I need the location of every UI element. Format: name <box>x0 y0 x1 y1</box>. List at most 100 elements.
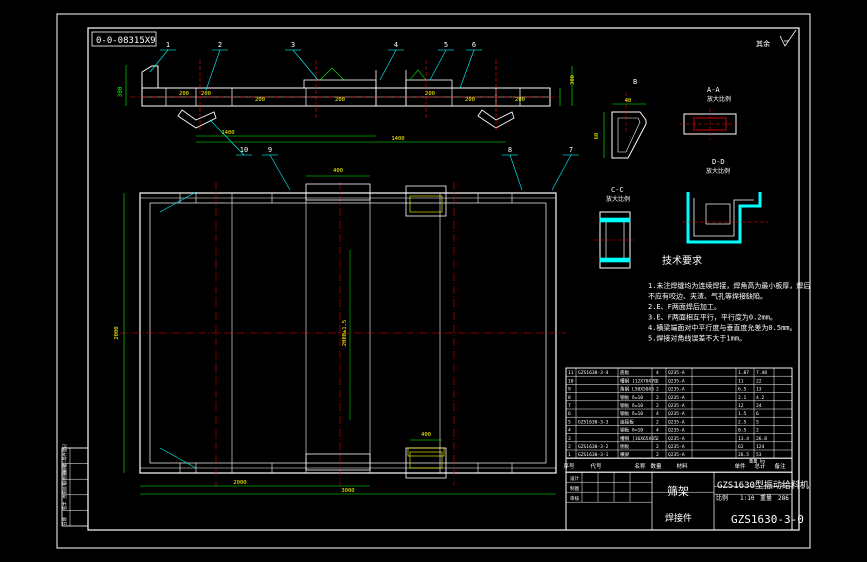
tech-req-line: 5.焊接对角线误差不大于1mm。 <box>648 334 746 343</box>
balloon-number: 5 <box>444 41 448 49</box>
roughness-symbol <box>779 29 797 47</box>
bom-cell: 13.4 <box>738 436 749 442</box>
balloon-number: 6 <box>472 41 476 49</box>
top-view-dim-text: 1400 <box>391 136 404 142</box>
bom-cell: 24 <box>756 403 762 409</box>
bom-weight-header: 重量 kg <box>749 458 765 465</box>
bom-cell: 8 <box>568 395 571 401</box>
bottom-plate-left <box>305 453 371 471</box>
bom-cell: 4.2 <box>756 395 765 401</box>
bom-cell: 2 <box>656 378 659 384</box>
bom-header-cell: 单件 <box>734 462 746 470</box>
drawing-number-label: 0-0-08315X9 <box>96 36 156 46</box>
corner-leader-top <box>159 191 197 213</box>
c-section-flange-top <box>599 217 631 223</box>
bom-cell: 2.5 <box>738 419 747 425</box>
bom-cell: Q235-A <box>668 378 685 384</box>
bom-cell: 9 <box>568 387 571 393</box>
bom-cell: 6 <box>568 411 571 417</box>
tech-req-title: 技术要求 <box>662 254 702 267</box>
balloon-leader <box>292 49 319 81</box>
bom-cell: 1 <box>568 452 571 458</box>
balloon-leader <box>429 49 447 81</box>
section-c-caption: 放大比例 <box>606 195 630 203</box>
bom-cell: Q235-A <box>668 403 685 409</box>
balloon-number: 9 <box>268 146 272 154</box>
bom-cell: Q235-A <box>668 387 685 393</box>
bom-cell: 6 <box>756 411 759 417</box>
gusset-dim-h-text: 40 <box>625 98 632 104</box>
tech-req-line: 1.未注焊缝均为连续焊接，焊角高为最小板厚，焊后 <box>648 281 810 290</box>
bom-cell: 2 <box>656 387 659 393</box>
plan-dim-left: 2000 <box>114 326 120 339</box>
bom-cell: 62 <box>738 444 744 450</box>
bom-cell: 2 <box>656 403 659 409</box>
scale-label: 比例 <box>716 494 728 502</box>
top-view-dim-text: 200 <box>335 97 345 103</box>
bom-cell: 3 <box>568 436 571 442</box>
top-view-dim-text: 300 <box>570 75 576 85</box>
bom-header-cell: 备注 <box>774 462 786 470</box>
section-a-caption: 放大比例 <box>707 95 731 103</box>
bom-header-cell: 代号 <box>590 462 602 470</box>
bom-cell: 124 <box>756 444 765 450</box>
bom-cell: Q235-A <box>668 411 685 417</box>
balloon-leader <box>269 154 291 191</box>
title-block-frame <box>565 471 793 531</box>
bom-cell: 53 <box>756 452 762 458</box>
bom-cell: 钢板 δ=10 <box>620 410 643 417</box>
bom-header-cell: 序号 <box>563 462 575 470</box>
bom-cell: 2 <box>656 444 659 450</box>
bom-cell: 10 <box>568 378 574 384</box>
bom-cell: 1.5 <box>738 411 747 417</box>
balloon-leader <box>509 154 523 191</box>
bom-cell: 2 <box>656 452 659 458</box>
bom-cell: 角钢 L50X50X5 <box>620 386 654 393</box>
bom-cell: 5 <box>568 419 571 425</box>
bom-header-cell: 总计 <box>754 462 766 470</box>
balloon-number: 1 <box>166 41 170 49</box>
top-plate-right-hidden <box>409 195 443 213</box>
bottom-plate-right-hidden <box>409 451 443 469</box>
drawing-number: GZS1630-3-0 <box>731 513 804 526</box>
bom-cell: 横梁 <box>620 451 630 458</box>
d-section-inner <box>693 198 754 237</box>
bom-cell: 钢板 δ=10 <box>620 402 643 409</box>
plan-dim-bottom-plate: 400 <box>421 432 431 438</box>
bom-cell: Q235-A <box>668 452 685 458</box>
bom-cell: 26.8 <box>756 436 767 442</box>
balloon-leader <box>149 49 169 73</box>
bom-header-cell: 数量 <box>650 462 662 470</box>
part-subname: 焊接件 <box>665 512 692 524</box>
title-role: 制图 <box>570 485 580 492</box>
tech-requirements-list: 1.未注焊缝均为连续焊接，焊角高为最小板厚，焊后 不应有咬边、夹渣、气孔等焊接缺… <box>648 281 810 343</box>
plan-dim-top: 400 <box>333 168 343 174</box>
roughness-check <box>779 29 797 47</box>
bom-cell: GZS1630-3-3 <box>578 419 609 425</box>
weld-mark-right <box>409 69 427 81</box>
left-stamp-label: 日期 <box>62 517 68 525</box>
tech-req-line: 不应有咬边、夹渣、气孔等焊接缺陷。 <box>648 292 767 301</box>
balloon-number: 10 <box>240 146 248 154</box>
left-stamp-label: 签字 <box>61 502 67 510</box>
section-d-profile <box>682 192 768 244</box>
bom-cell: 2 <box>656 436 659 442</box>
top-view-dim-text: 200 <box>179 91 189 97</box>
bom-cell: GZS1630-3-1 <box>578 452 609 458</box>
balloon-number: 2 <box>218 41 222 49</box>
title-role: 审核 <box>570 495 580 502</box>
section-c-channel <box>594 211 636 269</box>
section-d-label: D-D <box>712 158 725 166</box>
bom-cell: 4 <box>656 411 659 417</box>
bom-header-cell: 材料 <box>676 462 688 470</box>
part-name: 筛架 <box>667 484 689 498</box>
plan-dim-bottom: 2000 <box>233 480 246 486</box>
top-view-dim-text: 1400 <box>221 130 234 136</box>
gusset-outline <box>611 111 647 159</box>
